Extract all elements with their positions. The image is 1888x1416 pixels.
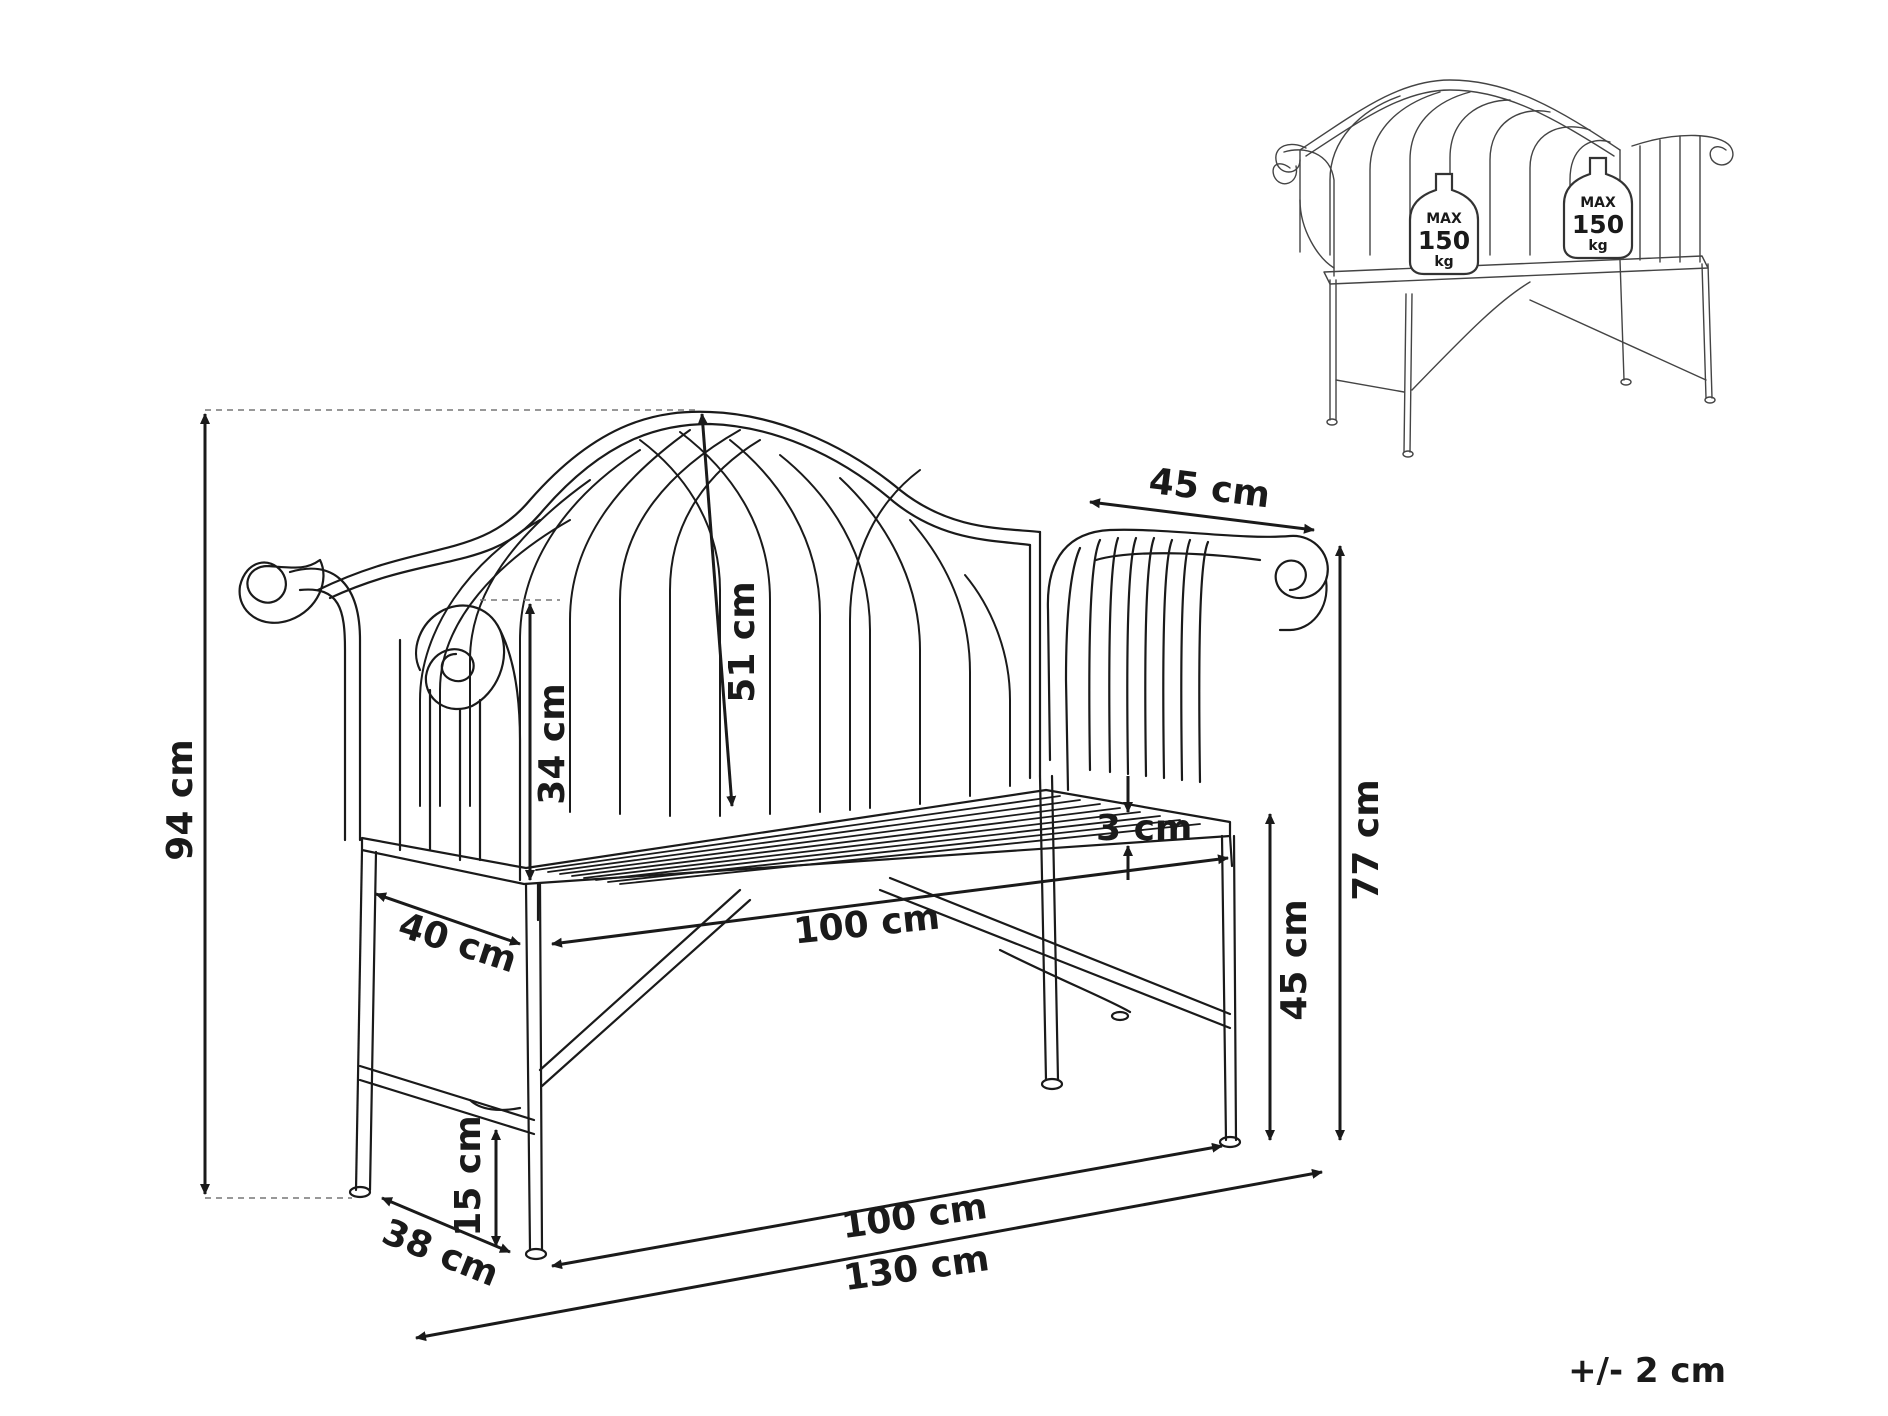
- backrest-inner-rail: [328, 422, 1032, 600]
- weight-icon: [1408, 172, 1480, 276]
- label-backrest-height: 51 cm: [722, 581, 763, 702]
- right-armrest-slats: [1088, 536, 1210, 784]
- front-right-leg: [1220, 834, 1228, 1142]
- badge-value: 150: [1572, 210, 1624, 239]
- arrow-foot-depth: [381, 1196, 511, 1254]
- label-seat-height: 45 cm: [1274, 899, 1315, 1020]
- label-seat-width: 100 cm: [792, 897, 942, 953]
- badge-max-label: MAX: [1580, 195, 1616, 211]
- label-back-above-seat: 34 cm: [532, 683, 573, 804]
- back-right-leg: [1038, 774, 1048, 1082]
- badge-unit: kg: [1434, 254, 1453, 270]
- badge-unit: kg: [1588, 238, 1607, 254]
- label-seat-thickness: 3 cm: [1096, 808, 1192, 849]
- extension-lines: [205, 409, 700, 1199]
- arrow-total-width: [415, 1168, 1323, 1342]
- label-total-width: 130 cm: [841, 1238, 992, 1299]
- front-left-leg: [524, 882, 532, 1252]
- label-total-height: 94 cm: [160, 739, 201, 860]
- label-lower-bar-height: 15 cm: [448, 1115, 489, 1236]
- arrow-seat-width: [551, 854, 1229, 948]
- arrow-seat-depth: [375, 892, 521, 946]
- load-badge-left: MAX 150 kg: [1408, 172, 1480, 276]
- load-badge-right: MAX 150 kg: [1562, 156, 1634, 260]
- label-armrest-depth: 45 cm: [1147, 461, 1273, 516]
- badge-value: 150: [1418, 226, 1470, 255]
- label-arm-height: 77 cm: [1346, 779, 1387, 900]
- label-seat-depth: 40 cm: [393, 905, 521, 982]
- backrest-lattice: [419, 429, 1011, 817]
- left-front-scroll: [415, 604, 506, 711]
- tolerance-note: +/- 2 cm: [1568, 1351, 1726, 1391]
- dimension-arrows: [200, 413, 1345, 1342]
- weight-icon: [1562, 156, 1634, 260]
- arrow-armrest-depth: [1089, 498, 1315, 534]
- bench-preview-thumbnail: [1272, 79, 1734, 458]
- back-left-leg: [354, 848, 364, 1192]
- left-armrest-scroll: [238, 558, 325, 624]
- arrow-backrest-height: [697, 413, 737, 807]
- backrest-top-rail: [316, 410, 1042, 592]
- badge-max-label: MAX: [1426, 211, 1462, 227]
